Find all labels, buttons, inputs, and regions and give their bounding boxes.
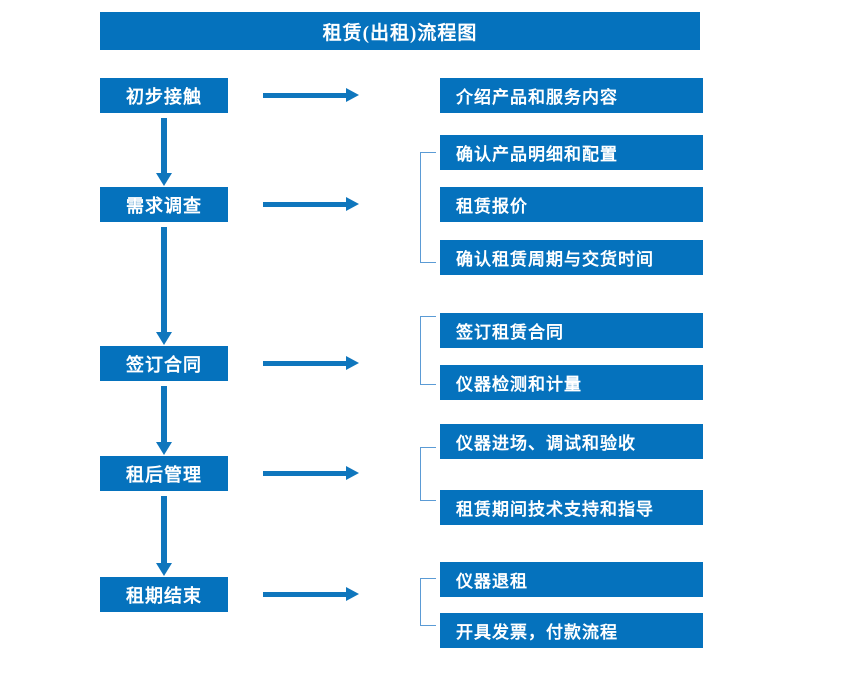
- group-bracket-2: [420, 152, 436, 263]
- group-bracket-4: [420, 447, 436, 501]
- stage-box-5[interactable]: 租期结束: [100, 577, 228, 612]
- stage-box-3[interactable]: 签订合同: [100, 346, 228, 381]
- right-arrow-3: [263, 356, 359, 370]
- detail-box-4[interactable]: 确认租赁周期与交货时间: [440, 240, 703, 275]
- right-arrow-1: [263, 88, 359, 102]
- page-title: 租赁(出租)流程图: [100, 12, 700, 50]
- right-arrow-4: [263, 466, 359, 480]
- detail-box-8[interactable]: 租赁期间技术支持和指导: [440, 490, 703, 525]
- detail-box-1[interactable]: 介绍产品和服务内容: [440, 78, 703, 113]
- down-arrow-4: [156, 496, 172, 576]
- right-arrow-5: [263, 587, 359, 601]
- detail-box-3[interactable]: 租赁报价: [440, 187, 703, 222]
- group-bracket-3: [420, 316, 436, 385]
- stage-box-1[interactable]: 初步接触: [100, 78, 228, 113]
- group-bracket-5: [420, 578, 436, 626]
- stage-box-4[interactable]: 租后管理: [100, 456, 228, 491]
- detail-box-7[interactable]: 仪器进场、调试和验收: [440, 424, 703, 459]
- right-arrow-2: [263, 197, 359, 211]
- down-arrow-1: [156, 118, 172, 186]
- detail-box-6[interactable]: 仪器检测和计量: [440, 365, 703, 400]
- down-arrow-3: [156, 386, 172, 455]
- down-arrow-2: [156, 227, 172, 345]
- detail-box-2[interactable]: 确认产品明细和配置: [440, 135, 703, 170]
- detail-box-5[interactable]: 签订租赁合同: [440, 313, 703, 348]
- detail-box-10[interactable]: 开具发票，付款流程: [440, 613, 703, 648]
- detail-box-9[interactable]: 仪器退租: [440, 562, 703, 597]
- stage-box-2[interactable]: 需求调查: [100, 187, 228, 222]
